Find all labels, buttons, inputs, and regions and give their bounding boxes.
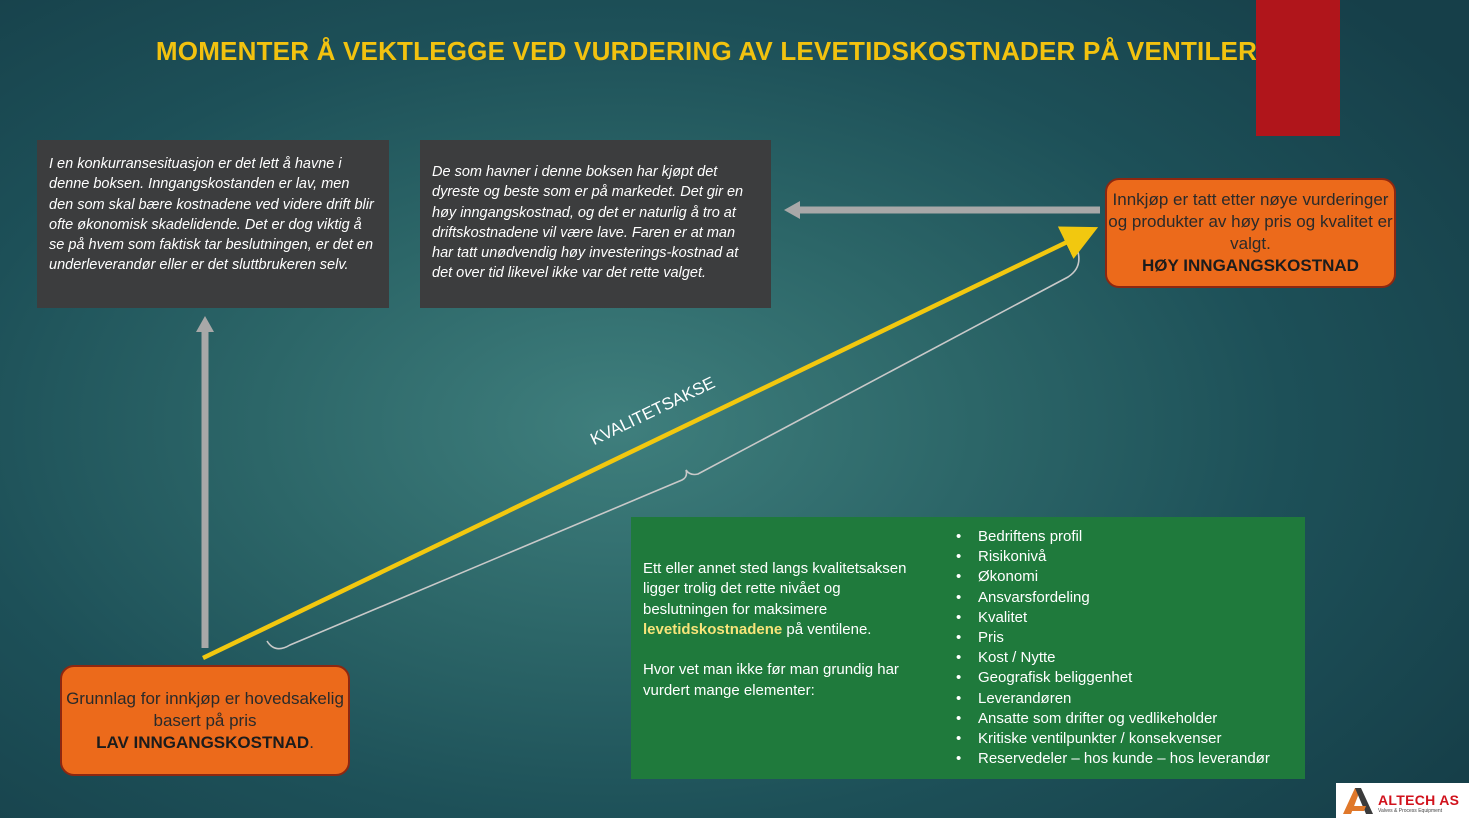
list-item: Ansvarsfordeling — [953, 588, 1270, 608]
low-entry-cost-label: LAV INNGANGSKOSTNAD — [96, 732, 310, 752]
list-item: Ansatte som drifter og vedlikeholder — [953, 709, 1270, 729]
page-title: MOMENTER Å VEKTLEGGE VED VURDERING AV LE… — [155, 36, 1258, 66]
low-cost-explanation-text: I en konkurransesituasjon er det lett å … — [49, 156, 374, 274]
high-entry-cost-text: Innkjøp er tatt etter nøye vurderinger o… — [1108, 190, 1393, 253]
grey-arrow-up-head — [196, 316, 214, 332]
high-cost-explanation-box: De som havner i denne boksen har kjøpt d… — [420, 140, 771, 308]
quality-axis-brace — [266, 251, 1080, 650]
high-entry-cost-label: HØY INNGANGSKOSTNAD — [1142, 256, 1359, 275]
low-cost-explanation-box: I en konkurransesituasjon er det lett å … — [37, 140, 389, 308]
company-name: ALTECH AS — [1378, 792, 1460, 808]
considerations-description: Ett eller annet sted langs kvalitetsakse… — [643, 559, 908, 721]
lifecycle-cost-highlight: levetidskostnadene — [643, 620, 783, 638]
list-item: Økonomi — [953, 567, 1270, 587]
quality-axis-arrow — [202, 226, 1099, 661]
list-item: Kost / Nytte — [953, 648, 1270, 668]
list-item: Bedriftens profil — [953, 527, 1270, 547]
altech-logo-icon — [1343, 788, 1373, 814]
considerations-list: Bedriftens profil Risikonivå Økonomi Ans… — [953, 527, 1270, 770]
grey-arrow-left-head — [784, 201, 800, 219]
high-entry-cost-box: Innkjøp er tatt etter nøye vurderinger o… — [1105, 178, 1396, 288]
quality-axis-label: KVALITETSAKSE — [587, 373, 718, 449]
considerations-paragraph-2: Hvor vet man ikke før man grundig har vu… — [643, 661, 899, 699]
red-corner-tab — [1256, 0, 1340, 136]
company-logo: ALTECH AS Valves & Process Equipment — [1336, 783, 1469, 818]
list-item: Kritiske ventilpunkter / konsekvenser — [953, 729, 1270, 749]
company-tagline: Valves & Process Equipment — [1378, 808, 1443, 814]
low-entry-cost-box: Grunnlag for innkjøp er hovedsakelig bas… — [60, 665, 350, 776]
low-entry-cost-text: Grunnlag for innkjøp er hovedsakelig bas… — [66, 688, 344, 730]
considerations-paragraph-1: Ett eller annet sted langs kvalitetsakse… — [643, 560, 907, 638]
list-item: Kvalitet — [953, 608, 1270, 628]
list-item: Geografisk beliggenhet — [953, 668, 1270, 688]
list-item: Reservedeler – hos kunde – hos leverandø… — [953, 749, 1270, 769]
list-item: Pris — [953, 628, 1270, 648]
list-item: Leverandøren — [953, 689, 1270, 709]
high-cost-explanation-text: De som havner i denne boksen har kjøpt d… — [432, 164, 744, 282]
considerations-box: Ett eller annet sted langs kvalitetsakse… — [631, 517, 1305, 779]
low-entry-cost-suffix: . — [309, 732, 314, 752]
list-item: Risikonivå — [953, 547, 1270, 567]
